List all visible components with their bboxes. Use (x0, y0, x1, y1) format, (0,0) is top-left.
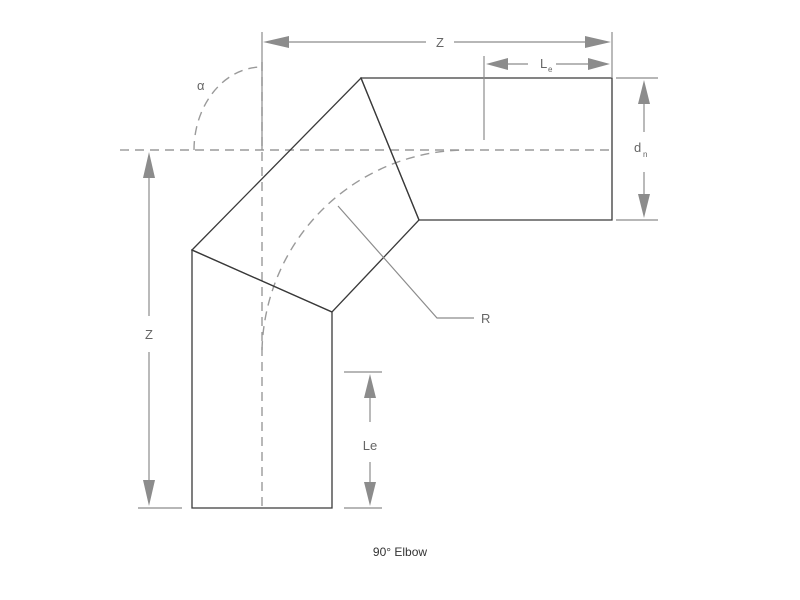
arrow-up-icon (143, 152, 155, 178)
radius-leader: R (337, 205, 490, 326)
z-top-dimension: Z (261, 32, 613, 150)
le-top-dimension: L e (483, 56, 610, 140)
mitre-segment (190, 76, 420, 313)
arrow-up-icon (364, 374, 376, 398)
arrow-down-icon (143, 480, 155, 506)
figure-caption: 90° Elbow (372, 545, 428, 559)
arrow-left-icon (263, 36, 289, 48)
le-bottom-dimension: Le (344, 371, 382, 509)
dn-subscript: n (643, 150, 647, 159)
dn-dimension: d n (616, 77, 658, 221)
arrow-right-icon (585, 36, 611, 48)
bend-radius-arc (261, 149, 468, 351)
le-bottom-label: Le (363, 438, 377, 453)
z-left-label: Z (145, 327, 153, 342)
vertical-leg (191, 249, 333, 509)
arrow-right-icon (588, 58, 610, 70)
z-top-label: Z (436, 35, 444, 50)
alpha-label: α (197, 78, 205, 93)
centerlines (120, 62, 612, 508)
arrow-left-icon (486, 58, 508, 70)
le-top-subscript: e (548, 65, 553, 74)
le-top-label: L (540, 56, 547, 71)
radius-label: R (481, 311, 490, 326)
elbow-outline (190, 76, 613, 509)
z-left-dimension: Z (138, 152, 182, 509)
arrow-down-icon (638, 194, 650, 218)
angle-arc (193, 66, 263, 151)
horizontal-leg (360, 77, 613, 221)
arrow-up-icon (638, 80, 650, 104)
arrow-down-icon (364, 482, 376, 506)
dn-label: d (634, 140, 641, 155)
